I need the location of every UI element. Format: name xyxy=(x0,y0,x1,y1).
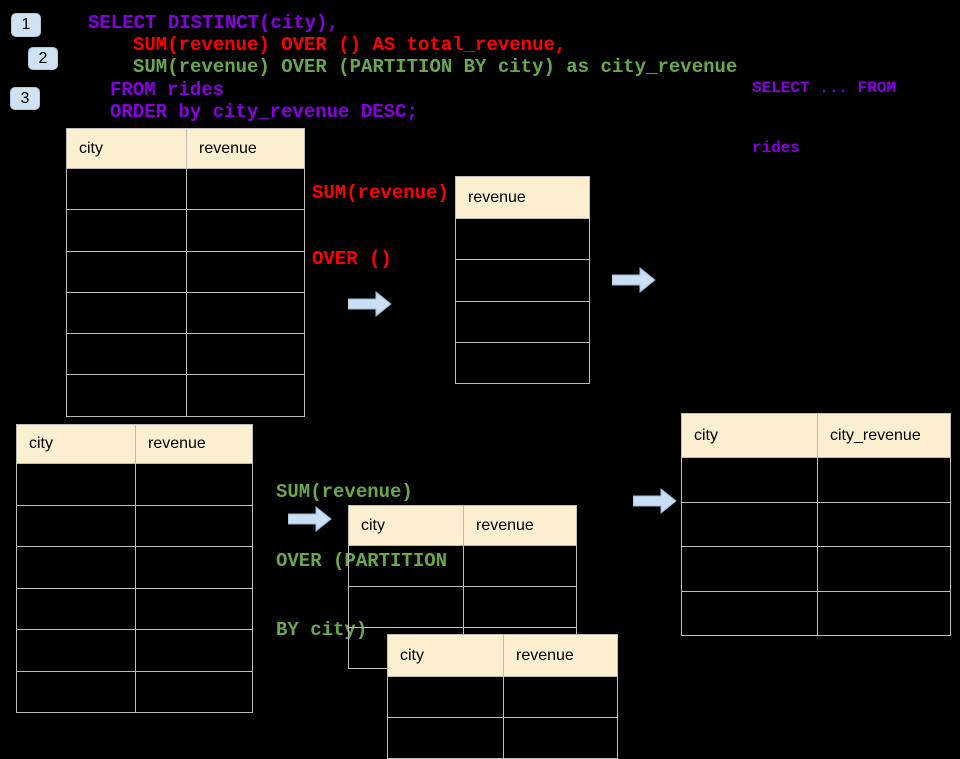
table-total-revenue-result: revenue xyxy=(455,176,590,385)
empty-cell xyxy=(818,502,951,547)
sql-line-total-sum: SUM(revenue) OVER () AS total_revenue, xyxy=(133,34,567,56)
sql-line-partition: SUM(revenue) OVER (PARTITION BY city) as… xyxy=(133,56,738,78)
empty-cell xyxy=(682,458,818,503)
empty-cell xyxy=(67,210,187,252)
empty-cell xyxy=(456,342,590,385)
step-badge-3-label: 3 xyxy=(20,89,30,107)
table-rides-source-top: city revenue xyxy=(66,128,305,417)
empty-cell xyxy=(136,464,253,506)
empty-cell xyxy=(464,546,577,587)
step-badge-2: 2 xyxy=(28,47,58,70)
column-header-revenue: revenue xyxy=(504,635,618,677)
column-header-revenue: revenue xyxy=(464,506,577,546)
column-header-city: city xyxy=(17,425,136,464)
sql-line-select: SELECT DISTINCT(city), xyxy=(88,12,339,34)
column-header-city: city xyxy=(388,635,504,677)
empty-cell xyxy=(67,375,187,417)
step-badge-1-label: 1 xyxy=(21,16,31,33)
empty-cell xyxy=(682,547,818,592)
empty-cell xyxy=(504,718,618,759)
empty-cell xyxy=(818,458,951,503)
empty-cell xyxy=(456,301,590,343)
annotation-partition-line-2: OVER (PARTITION xyxy=(276,550,448,572)
empty-cell xyxy=(456,219,590,261)
sql-line-from: FROM rides xyxy=(110,79,225,101)
annotation-partition-line-3: BY city) xyxy=(276,619,368,641)
empty-cell xyxy=(17,547,136,589)
empty-cell xyxy=(187,334,305,376)
table-partition-step-overlap: city revenue xyxy=(387,634,618,759)
annotation-total-window: SUM(revenue) OVER () xyxy=(312,138,449,292)
step-badge-2-label: 2 xyxy=(38,49,48,67)
empty-cell xyxy=(818,547,951,592)
empty-cell xyxy=(17,464,136,506)
empty-cell xyxy=(67,292,187,335)
table-city-revenue-result: city city_revenue xyxy=(681,413,951,636)
empty-cell xyxy=(464,587,577,628)
empty-cell xyxy=(136,630,253,672)
empty-cell xyxy=(136,588,253,630)
sql-line-order-by: ORDER by city_revenue DESC; xyxy=(110,101,418,123)
empty-cell xyxy=(136,671,253,713)
empty-cell xyxy=(67,169,187,211)
step-badge-1: 1 xyxy=(11,13,41,37)
empty-cell xyxy=(67,334,187,376)
empty-cell xyxy=(388,677,504,718)
empty-cell xyxy=(67,251,187,293)
empty-cell xyxy=(17,505,136,547)
arrow-right-icon xyxy=(611,266,656,294)
side-note-line-1: SELECT ... FROM xyxy=(752,79,897,97)
annotation-partition-window: SUM(revenue) OVER (PARTITION BY city) xyxy=(276,435,447,665)
column-header-revenue: revenue xyxy=(187,129,305,169)
annotation-total-line-2: OVER () xyxy=(312,248,392,270)
empty-cell xyxy=(456,260,590,302)
annotation-total-line-1: SUM(revenue) xyxy=(312,182,449,204)
empty-cell xyxy=(388,718,504,759)
column-header-city-revenue: city_revenue xyxy=(818,414,951,458)
empty-cell xyxy=(187,210,305,252)
column-header-revenue: revenue xyxy=(456,177,590,219)
empty-cell xyxy=(187,375,305,417)
empty-cell xyxy=(818,591,951,636)
empty-cell xyxy=(682,591,818,636)
side-note: SELECT ... FROM rides xyxy=(752,38,896,178)
empty-cell xyxy=(187,292,305,335)
annotation-partition-line-1: SUM(revenue) xyxy=(276,481,413,503)
empty-cell xyxy=(136,547,253,589)
column-header-city: city xyxy=(67,129,187,169)
side-note-line-2: rides xyxy=(752,139,801,157)
table-rides-source-bottom: city revenue xyxy=(16,424,253,713)
arrow-right-icon xyxy=(347,290,392,318)
empty-cell xyxy=(682,502,818,547)
empty-cell xyxy=(187,169,305,211)
empty-cell xyxy=(17,671,136,713)
empty-cell xyxy=(17,588,136,630)
empty-cell xyxy=(504,677,618,718)
empty-cell xyxy=(349,587,464,628)
column-header-revenue: revenue xyxy=(136,425,253,464)
empty-cell xyxy=(187,251,305,293)
empty-cell xyxy=(349,546,464,587)
arrow-right-icon xyxy=(632,487,677,515)
empty-cell xyxy=(136,505,253,547)
column-header-city: city xyxy=(349,506,464,546)
empty-cell xyxy=(17,630,136,672)
column-header-city: city xyxy=(682,414,818,458)
arrow-right-icon xyxy=(287,505,332,533)
step-badge-3: 3 xyxy=(10,87,40,110)
